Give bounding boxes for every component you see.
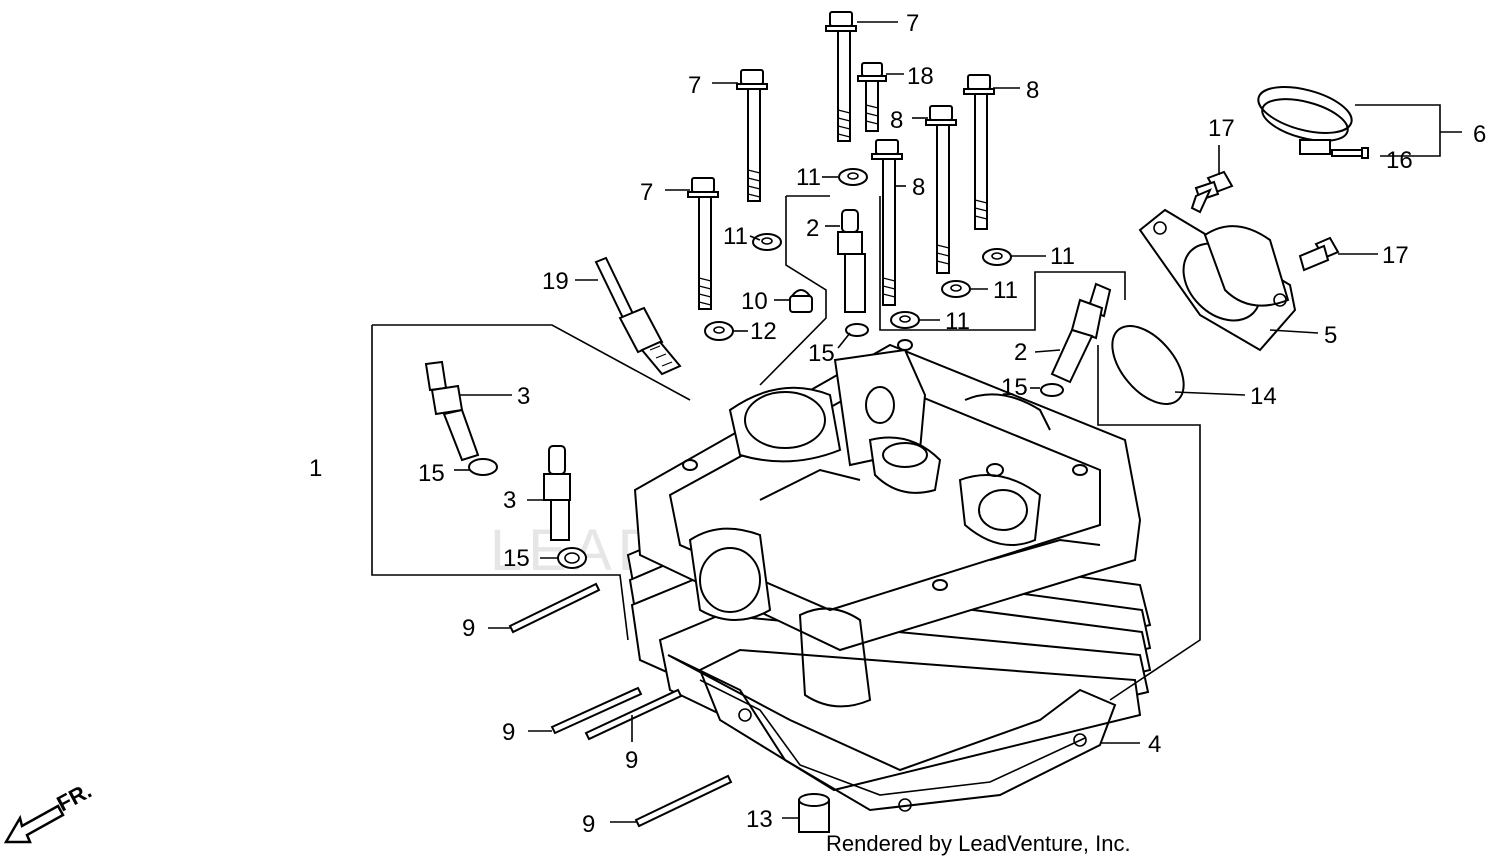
callout-9-c: 9 (625, 747, 638, 774)
flange-bolt-17-upper[interactable] (1190, 170, 1234, 214)
flange-bolt-18[interactable] (857, 62, 887, 132)
seal-15-left-upper[interactable] (468, 458, 498, 476)
callout-15-right: 15 (1001, 374, 1028, 401)
washer-11-d[interactable] (941, 280, 971, 298)
callout-11-a: 11 (796, 164, 821, 191)
stud-bolt-9-c[interactable] (584, 688, 683, 741)
flange-bolt-7-lower-left[interactable] (687, 177, 719, 310)
washer-11-c[interactable] (982, 248, 1012, 266)
leader-lines (454, 21, 1462, 823)
callout-9-a: 9 (462, 615, 475, 642)
callout-13: 13 (746, 806, 773, 833)
callout-9-b: 9 (502, 719, 515, 746)
callout-3-upper: 3 (517, 383, 530, 410)
carburetor-insulator-5[interactable] (1138, 208, 1297, 352)
flange-bolt-7-top[interactable] (825, 11, 857, 142)
flange-bolt-8-right[interactable] (963, 74, 995, 230)
callout-11-e: 11 (945, 308, 970, 335)
stud-bolt-9-b[interactable] (550, 686, 643, 735)
band-screw-16[interactable] (1331, 147, 1369, 159)
assembly-bracket-lines (371, 104, 1441, 701)
callout-15-upper: 15 (808, 340, 835, 367)
callout-11-d: 11 (993, 277, 1018, 304)
front-direction-arrow-icon: FR. (3, 778, 96, 844)
callout-7-top: 7 (906, 10, 919, 37)
callout-7-upper-left: 7 (688, 72, 701, 99)
callout-11-c: 11 (1050, 243, 1075, 270)
callout-14: 14 (1250, 383, 1277, 410)
callout-8-middle: 8 (890, 107, 903, 134)
washer-11-a[interactable] (838, 168, 868, 186)
spark-plug-19[interactable] (594, 256, 682, 376)
o-ring-14[interactable] (1099, 313, 1198, 417)
callout-5: 5 (1324, 322, 1337, 349)
callout-8-right: 8 (1026, 77, 1039, 104)
washer-11-e[interactable] (890, 311, 920, 329)
callout-11-b: 11 (723, 223, 748, 250)
render-credit: Rendered by LeadVenture, Inc. (826, 831, 1131, 856)
callout-2-upper: 2 (806, 215, 819, 242)
callout-2-right: 2 (1014, 339, 1027, 366)
seal-15-right[interactable] (1040, 383, 1064, 397)
callout-12: 12 (750, 318, 777, 345)
callout-18: 18 (907, 63, 934, 90)
callout-3-lower: 3 (503, 487, 516, 514)
washer-11-b[interactable] (752, 233, 782, 251)
valve-guide-3-upper[interactable] (424, 360, 480, 462)
callout-19: 19 (542, 268, 569, 295)
flange-bolt-8-left[interactable] (871, 139, 903, 306)
valve-guide-2-upper[interactable] (837, 209, 866, 313)
flange-bolt-17-lower[interactable] (1298, 236, 1340, 272)
dowel-pin-13[interactable] (798, 793, 830, 833)
callout-15-left-upper: 15 (418, 460, 445, 487)
flange-bolt-7-upper-left[interactable] (736, 69, 768, 202)
seal-15-upper[interactable] (845, 323, 869, 337)
callout-7-lower-left: 7 (640, 179, 653, 206)
stud-bolt-9-d[interactable] (634, 774, 733, 828)
callout-6: 6 (1473, 121, 1486, 148)
callout-10: 10 (741, 288, 768, 315)
callout-17-upper: 17 (1208, 115, 1235, 142)
callout-4: 4 (1148, 731, 1161, 758)
stud-bolt-9-a[interactable] (508, 582, 601, 634)
callout-labels: 7 18 7 8 8 17 6 16 11 8 7 11 2 11 17 19 … (309, 10, 1486, 838)
callout-8-left: 8 (912, 174, 925, 201)
head-gasket[interactable] (667, 654, 1117, 812)
callout-1: 1 (309, 455, 322, 482)
seal-15-left-lower[interactable] (557, 547, 587, 569)
valve-guide-2-right[interactable] (1050, 282, 1112, 384)
callout-16: 16 (1386, 147, 1413, 174)
washer-12[interactable] (704, 321, 734, 341)
cap-nut-10[interactable] (789, 289, 813, 313)
callout-17-lower: 17 (1382, 242, 1409, 269)
valve-guide-3-lower[interactable] (543, 445, 571, 541)
callout-15-left-lower: 15 (503, 545, 530, 572)
cylinder-head[interactable] (626, 339, 1152, 792)
callout-9-d: 9 (582, 811, 595, 838)
flange-bolt-8-middle[interactable] (925, 105, 957, 274)
hose-band-6[interactable] (1253, 78, 1356, 155)
